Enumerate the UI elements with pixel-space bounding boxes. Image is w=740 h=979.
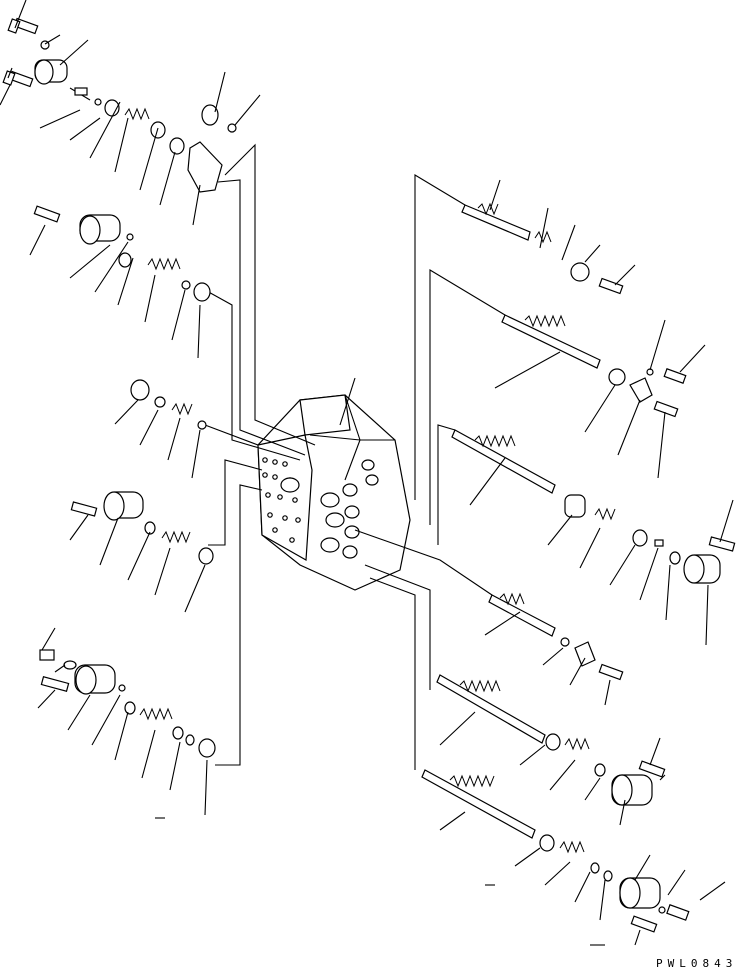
valve-body-ports [280,459,379,559]
solenoid-cover [74,664,116,695]
mounting-bolt [39,649,55,661]
mounting-bolt [70,501,98,517]
plug [130,379,150,401]
o-ring [197,420,207,430]
washer [124,701,136,715]
o-ring [144,521,156,535]
mounting-bolt [40,676,70,692]
solenoid-cover [103,491,144,521]
spring [171,402,193,416]
valve-body-bolt-holes [262,457,301,543]
spring [161,530,191,544]
callout-marks [155,817,605,946]
plug [169,137,185,155]
solenoid-cover [34,59,68,85]
mounting-bolt [7,17,39,35]
spring [139,707,173,721]
plug [198,547,214,565]
callout-leaders [0,0,734,946]
plug [198,738,216,758]
solenoid-cover [611,774,653,806]
spring [147,257,181,271]
valve-body [257,394,411,591]
plug [193,282,211,302]
plug [201,104,219,126]
right-spool-3 [451,429,736,584]
right-spool-2 [501,314,687,418]
leader-lines [204,143,506,770]
solenoid-cover [683,554,721,584]
washer [118,252,132,268]
o-ring [118,684,126,692]
o-ring [181,280,191,290]
right-spool-5 [436,674,666,806]
o-ring [227,123,237,133]
o-ring [172,726,184,740]
bottom-left-solenoid-group [39,649,216,758]
fourth-left-solenoid-group [70,491,214,565]
solenoid-cover [79,214,121,245]
washer [63,660,77,670]
o-ring [126,233,134,241]
plug [74,87,88,96]
third-left-valve-group [130,379,207,430]
drawing-code-label: PWL0843 [656,957,738,970]
top-left-solenoid-group [2,17,237,193]
cover-plate [187,141,223,193]
second-left-solenoid-group [33,205,211,302]
right-spool-4 [488,592,624,681]
spring [124,107,150,121]
mounting-bolt [33,205,61,223]
o-ring [94,98,102,106]
right-spool-6 [421,769,690,933]
solenoid-cover [619,877,661,909]
o-ring [185,734,195,746]
seat [150,121,166,139]
mounting-bolt [2,70,34,88]
right-spool-1 [461,202,624,295]
o-ring [154,396,166,408]
